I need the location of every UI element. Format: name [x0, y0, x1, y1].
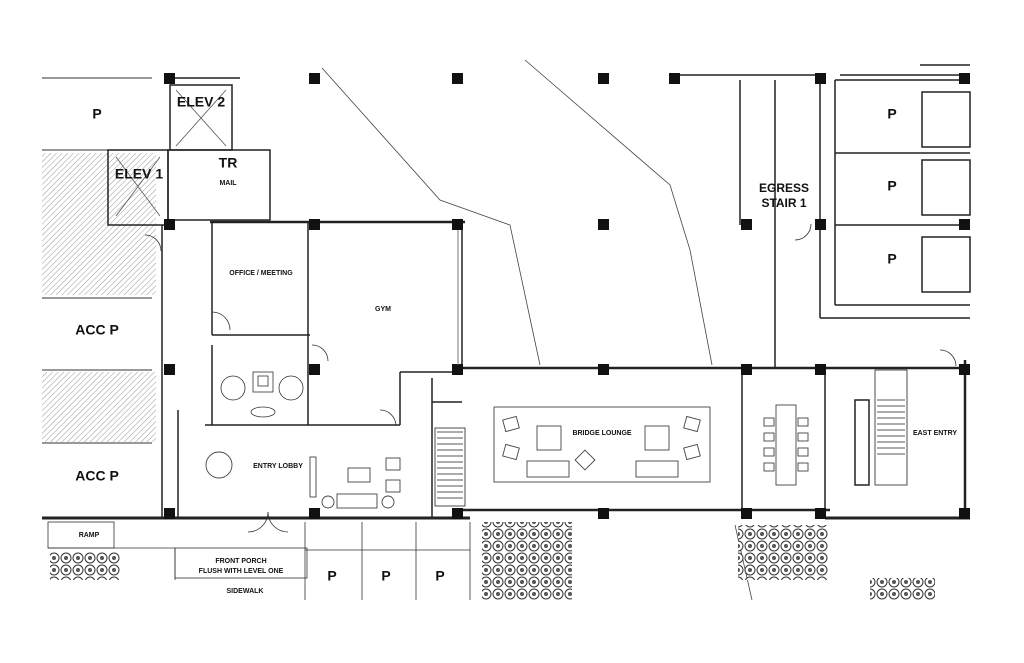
label-elev1: ELEV 1 [115, 166, 163, 182]
label-east-entry: EAST ENTRY [913, 430, 957, 437]
label-front-porch-line1: FRONT PORCH [215, 558, 266, 565]
label-p-bottom-2: P [381, 568, 390, 584]
label-tr: TR [219, 155, 238, 171]
walls [42, 64, 971, 520]
elevator-crosses [115, 89, 227, 217]
label-egress-line2: STAIR 1 [761, 196, 806, 210]
label-ramp: RAMP [79, 532, 100, 539]
label-entry-lobby: ENTRY LOBBY [253, 463, 303, 470]
columns [164, 73, 970, 519]
label-office-meeting: OFFICE / MEETING [229, 270, 293, 277]
bottom-site [47, 521, 471, 600]
label-sidewalk: SIDEWALK [227, 588, 264, 595]
label-p-right-3: P [887, 251, 896, 267]
lobby-furniture [205, 451, 401, 509]
restroom-fixtures [220, 371, 304, 418]
label-p-right-1: P [887, 106, 896, 122]
label-elev2: ELEV 2 [177, 94, 225, 110]
shrubs [50, 522, 935, 600]
stairs [434, 369, 908, 507]
label-egress-line1: EGRESS [759, 181, 809, 195]
lounge-furniture [493, 406, 711, 483]
dining-table [763, 404, 809, 486]
label-p-right-2: P [887, 178, 896, 194]
label-gym: GYM [375, 306, 391, 313]
label-acc-p-1: ACC P [75, 322, 119, 338]
label-p-bottom-3: P [435, 568, 444, 584]
hatched-areas [42, 153, 156, 442]
label-mail: MAIL [219, 180, 237, 187]
doors [144, 223, 957, 533]
label-front-porch-line2: FLUSH WITH LEVEL ONE [199, 568, 284, 575]
label-acc-p-2: ACC P [75, 468, 119, 484]
label-bridge-lounge: BRIDGE LOUNGE [572, 430, 631, 437]
label-p-top-left: P [92, 106, 101, 122]
room-labels: P ELEV 2 ELEV 1 TR MAIL OFFICE / MEETING… [75, 94, 957, 595]
left-parking-lines [42, 77, 152, 444]
label-p-bottom-1: P [327, 568, 336, 584]
